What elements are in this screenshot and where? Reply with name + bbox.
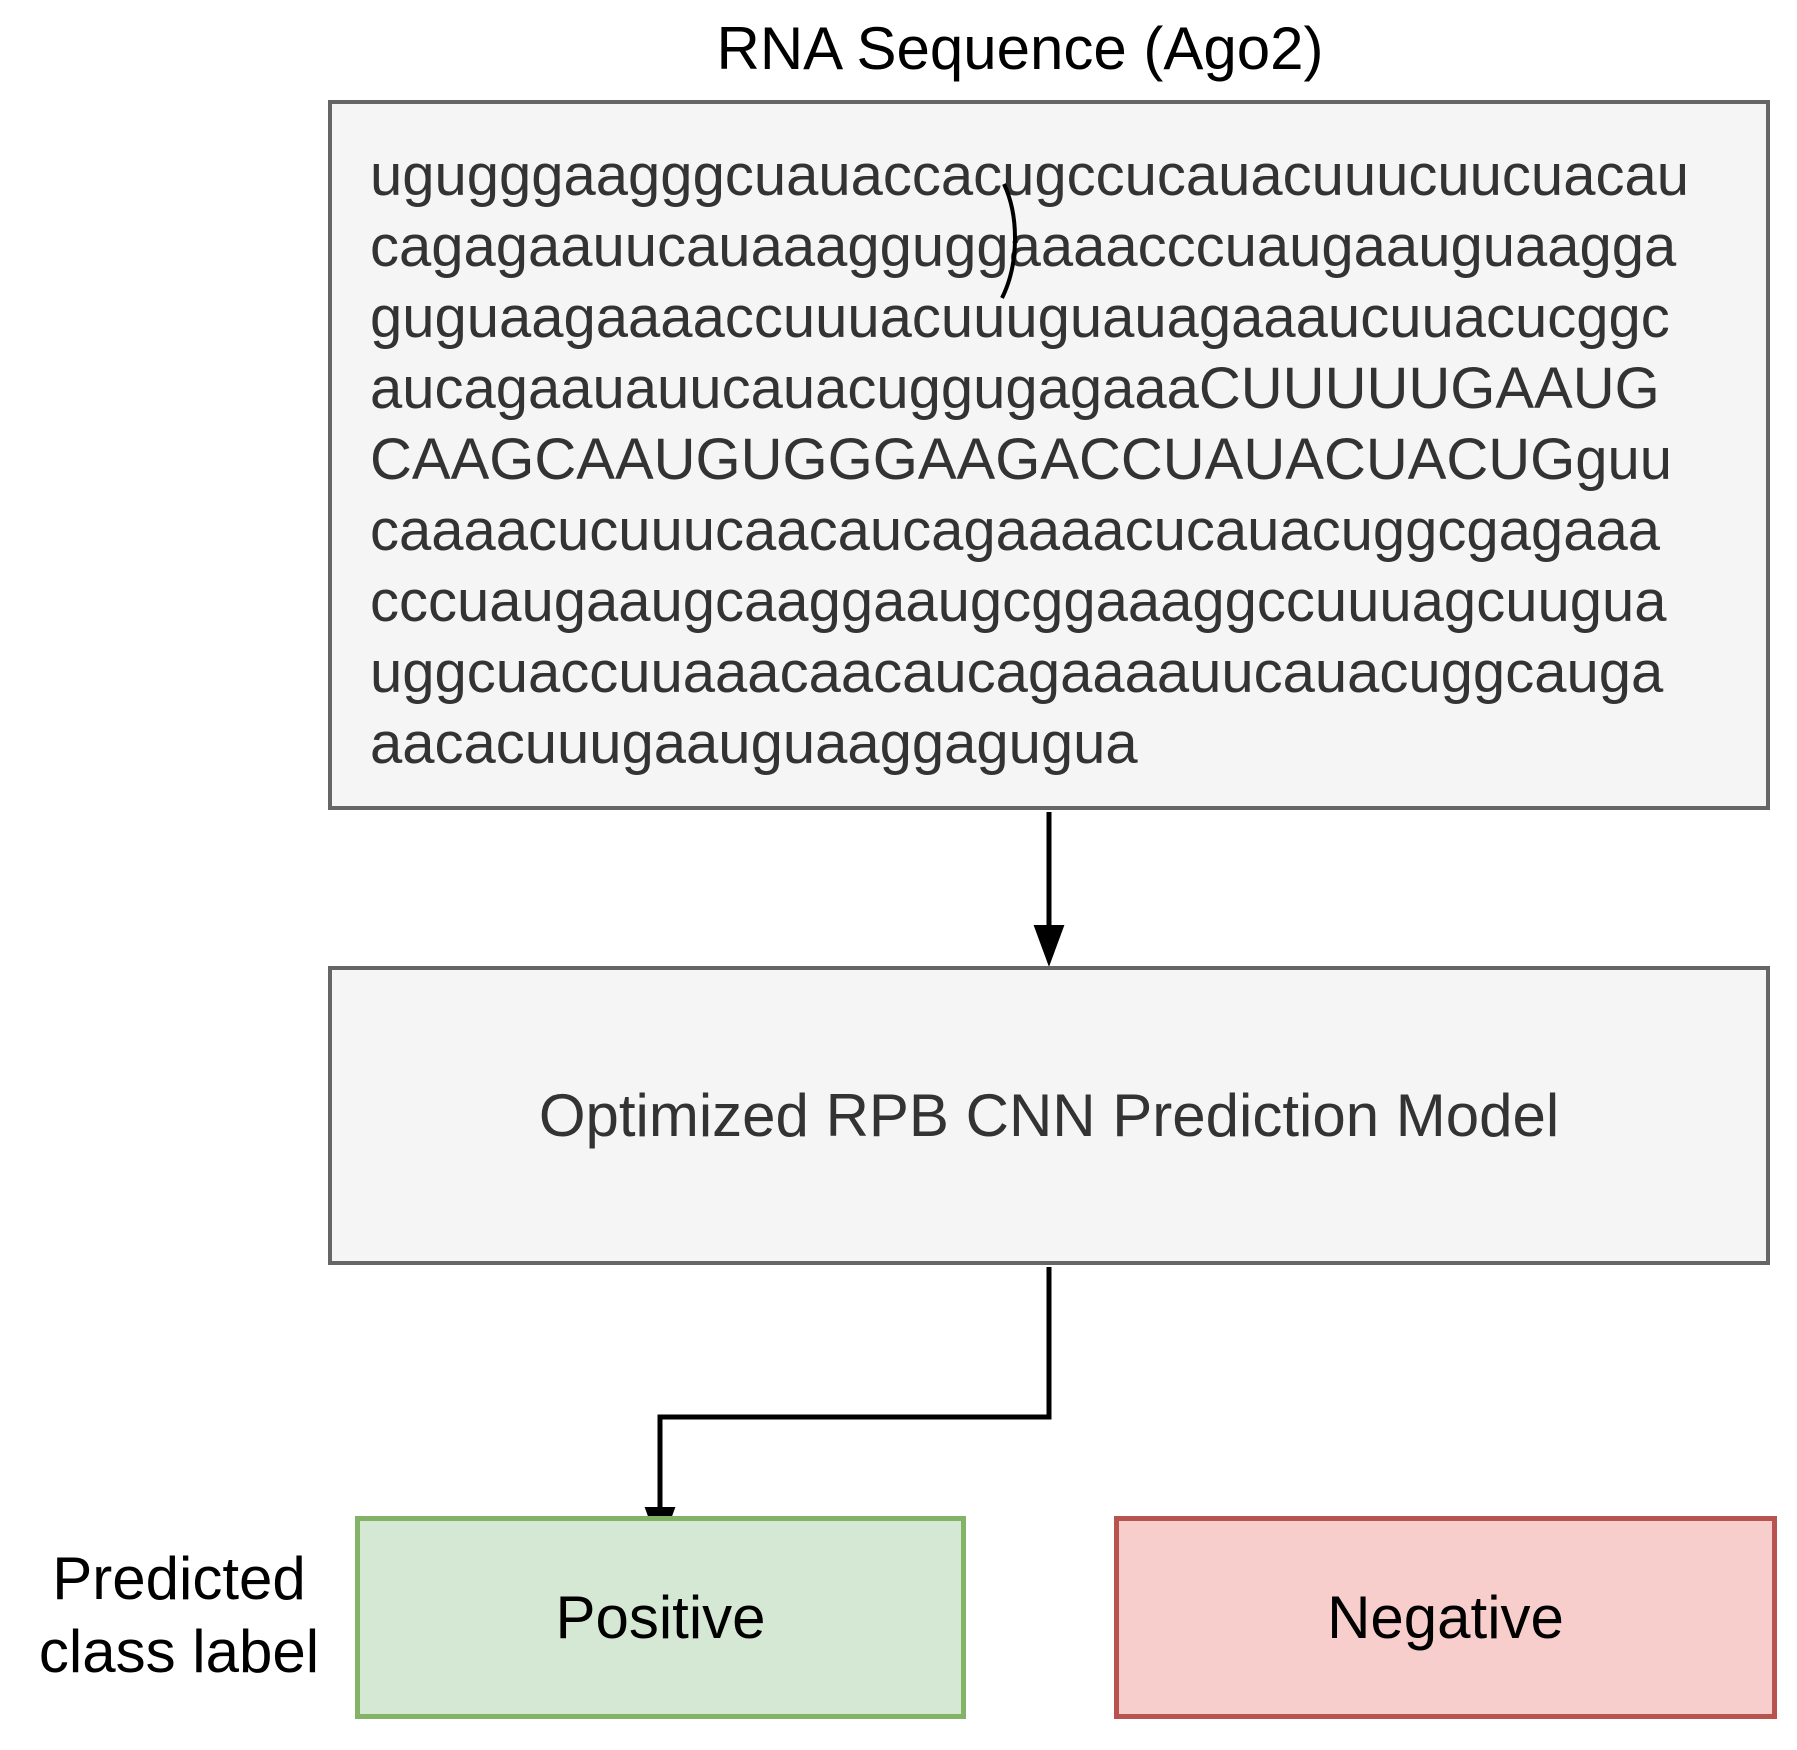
predicted-class-caption-line1: Predicted: [52, 1545, 306, 1612]
positive-class-box: Positive: [355, 1516, 966, 1719]
model-box: Optimized RPB CNN Prediction Model: [328, 966, 1770, 1265]
sequence-line: caaaacucuuucaacaucagaaaacucauacuggcgagaa…: [370, 498, 1660, 563]
sequence-line: CAAGCAAUGUGGGAAGACCUAUACUACUGguu: [370, 427, 1673, 492]
arrow-model-to-positive-line: [657, 1267, 1052, 1512]
predicted-class-caption-line2: class label: [38, 1618, 320, 1685]
sequence-line: cccuaugaaugcaaggaaugcggaaaggccuuuagcuugu…: [370, 569, 1667, 634]
model-box-label: Optimized RPB CNN Prediction Model: [538, 1082, 1560, 1149]
predicted-class-caption: Predicted class label: [16, 1542, 342, 1688]
negative-class-box: Negative: [1114, 1516, 1777, 1719]
negative-class-label: Negative: [1327, 1584, 1564, 1651]
rna-sequence-box: ugugggaagggcuauaccacugccucauacuuucuucuac…: [328, 100, 1770, 810]
sequence-line: aacacuuugaauguaaggagugua: [370, 711, 1138, 776]
positive-class-label: Positive: [555, 1584, 766, 1651]
diagram-title: RNA Sequence (Ago2): [716, 15, 1324, 82]
sequence-line: cagagaauucauaaagguggaaaacccuaugaauguaagg…: [370, 214, 1677, 279]
arrow-sequence-to-model-head: [1033, 925, 1065, 967]
sequence-line: uggcuaccuuaaacaacaucagaaaauucauacuggcaug…: [370, 640, 1664, 705]
sequence-line: aucagaauauucauacuggugagaaaCUUUUUGAAUG: [370, 356, 1660, 421]
sequence-line: ugugggaagggcuauaccacugccucauacuuucuucuac…: [370, 143, 1689, 208]
sequence-line: guguaagaaaaccuuuacuuuguauagaaaucuuacucgg…: [370, 285, 1670, 350]
